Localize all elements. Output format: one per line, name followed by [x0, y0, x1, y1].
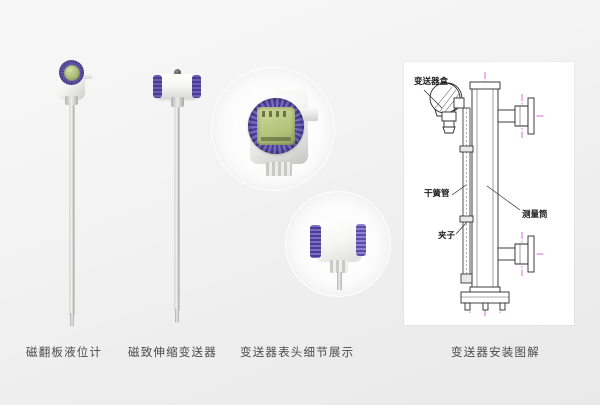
label-clamp: 夹子 — [438, 230, 456, 241]
end-cap-right — [356, 224, 366, 256]
cable-gland — [330, 260, 348, 273]
label-measuring-cylinder: 测量筒 — [522, 209, 548, 220]
cable-entry-lug — [83, 73, 92, 79]
process-connection-neck — [65, 96, 78, 105]
transmitter-head-box — [149, 60, 205, 112]
cable-gland — [266, 162, 292, 176]
clamp-bottom-fitting — [460, 273, 473, 284]
inset-transmitter-head-front — [212, 68, 334, 190]
process-connection-neck — [171, 97, 184, 107]
caption-installation-diagram: 变送器安装图解 — [451, 345, 540, 359]
lcd-bargraph — [261, 137, 291, 141]
product-magnetostrictive-transmitter — [148, 60, 206, 328]
probe-rod — [174, 107, 180, 311]
bottom-drain-flange — [460, 291, 510, 311]
clamp-upper — [459, 145, 474, 153]
lcd-segment-row — [262, 111, 290, 117]
display-lens — [63, 64, 80, 81]
housing-shell — [316, 222, 362, 262]
box-hatching — [434, 86, 460, 113]
housing-shell — [250, 90, 308, 164]
caption-transmitter-head-detail: 变送器表头细节展示 — [240, 345, 355, 359]
config-port — [269, 148, 278, 157]
adjustment-knob — [174, 69, 181, 76]
transmitter-head-angled — [306, 212, 380, 290]
installation-diagram: 变送器盒 干簧管 测量筒 夹子 — [414, 72, 548, 317]
measuring-cylinder — [469, 81, 501, 295]
caption-magnetostrictive-transmitter: 磁致伸缩变送器 — [128, 345, 217, 359]
transmitter-head-closeup — [244, 86, 318, 178]
probe-rod-tip — [70, 313, 74, 327]
lcd-display — [257, 107, 295, 145]
product-magnetic-flap-level-gauge — [46, 58, 98, 330]
label-reed-tube: 干簧管 — [424, 188, 450, 199]
display-bezel-ring — [59, 60, 84, 85]
transmitter-box — [429, 82, 465, 134]
clamp-lower — [459, 215, 474, 223]
inset-transmitter-head-angled — [286, 192, 390, 296]
lower-process-flange — [497, 235, 535, 273]
probe-rod — [69, 105, 75, 315]
leader-lines — [423, 89, 521, 235]
transmitter-head-round — [50, 58, 94, 108]
label-transmitter-box: 变送器盒 — [414, 76, 449, 87]
end-cap-right — [192, 75, 201, 98]
conduit-entry — [304, 108, 318, 121]
probe-rod-stub — [337, 272, 342, 290]
display-bezel-ring — [248, 98, 304, 154]
end-cap-left — [310, 225, 321, 258]
upper-process-flange — [497, 97, 535, 135]
probe-rod-tip — [175, 309, 179, 323]
adjustment-knob — [339, 216, 348, 225]
reed-switch-tube — [462, 107, 471, 281]
housing-body — [155, 74, 199, 99]
caption-magnetic-flap-level-gauge: 磁翻板液位计 — [26, 345, 103, 359]
end-cap-left — [153, 75, 162, 98]
installation-diagram-panel: 变送器盒 干簧管 测量筒 夹子 — [404, 62, 574, 325]
